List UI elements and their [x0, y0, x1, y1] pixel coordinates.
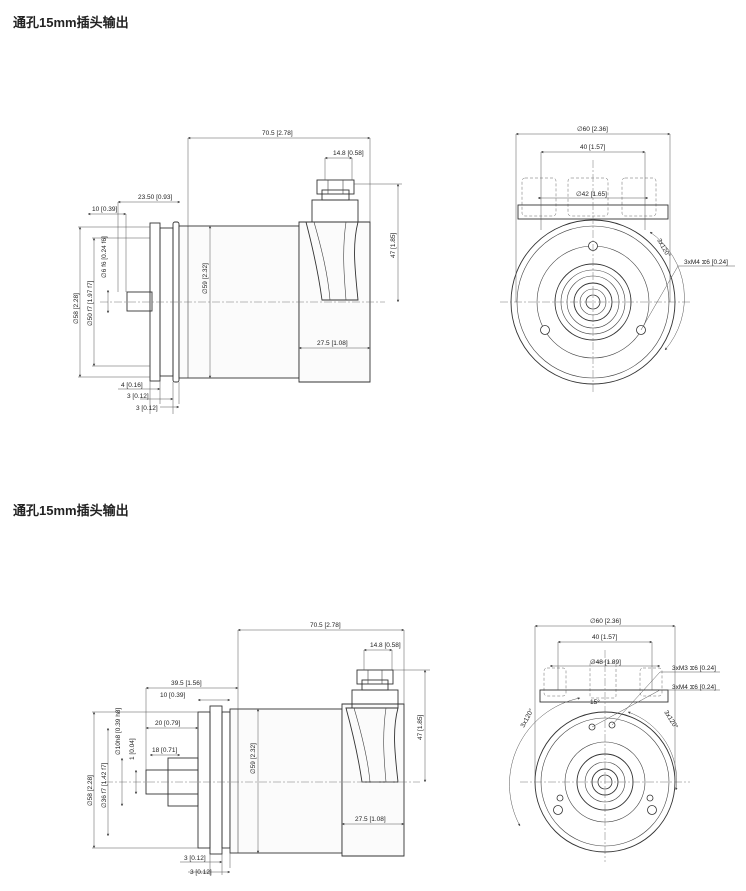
rear-cap — [341, 703, 405, 857]
front-view-2: ∅60 [2.36] 40 [1.57] ∅48 [1.89] 3xM3 ⧖6 … — [509, 618, 720, 862]
dim-dia-59: ∅59 [2.32] — [250, 743, 257, 774]
dim-10: 10 [0.39] — [92, 206, 117, 213]
mount-hole-m4 — [647, 805, 657, 815]
dim-dia-6: ∅6 f6 [0.24 f6] — [101, 236, 108, 278]
dim-10: 10 [0.39] — [160, 692, 185, 699]
front-view-1: ∅60 [2.36] 40 [1.57] ∅42 [1.65] 3x120° 3… — [500, 126, 735, 392]
dim-dia-48: ∅48 [1.89] — [590, 659, 621, 666]
dim-dia-60: ∅60 [2.36] — [577, 126, 608, 133]
connector — [356, 669, 394, 685]
dim-1: 1 [0.04] — [129, 738, 136, 760]
dim-40: 40 [1.57] — [592, 634, 617, 641]
dim-overall-length: 70.5 [2.78] — [262, 130, 293, 137]
dim-connector-width: 14.8 [0.58] — [333, 150, 364, 157]
dim-dia-58: ∅58 [2.28] — [87, 775, 94, 806]
dim-3b: 3 [0.12] — [190, 869, 212, 876]
dim-dia-59: ∅59 [2.32] — [202, 263, 209, 294]
encoder-body — [178, 225, 300, 379]
dim-dia-60: ∅60 [2.36] — [590, 618, 621, 625]
dim-23-50: 23.50 [0.93] — [138, 194, 173, 201]
dim-4: 4 [0.16] — [121, 382, 143, 389]
dim-height-47: 47 [1.85] — [390, 233, 397, 258]
dim-40: 40 [1.57] — [580, 144, 605, 151]
angle-15-label: 15° — [590, 698, 600, 706]
mount-hole — [540, 325, 550, 335]
dim-3a: 3 [0.12] — [127, 393, 149, 400]
side-view-1: 70.5 [2.78] 14.8 [0.58] 23.50 [0.93] 10 … — [73, 130, 402, 414]
dim-27-5: 27.5 [1.08] — [317, 340, 348, 347]
mount-hole-m4 — [553, 805, 563, 815]
encoder-body — [229, 708, 343, 854]
section-1-title: 通孔15mm插头输出 — [13, 15, 129, 30]
thread-m3-label: 3xM3 ⧖6 [0.24] — [672, 665, 716, 672]
thread-label: 3xM4 ⧖6 [0.24] — [684, 259, 728, 266]
dim-dia-36: ∅36 f7 [1.42 f7] — [101, 762, 108, 808]
flange — [197, 711, 211, 849]
section-2-title: 通孔15mm插头输出 — [13, 503, 129, 518]
dim-overall-length: 70.5 [2.78] — [310, 622, 341, 629]
dim-dia-58: ∅58 [2.28] — [73, 293, 80, 324]
side-view-2: 70.5 [2.78] 14.8 [0.58] 39.5 [1.56] 10 [… — [87, 622, 430, 876]
dim-39-5: 39.5 [1.56] — [171, 680, 202, 687]
thread-m4-label: 3xM4 ⧖6 [0.24] — [672, 684, 716, 691]
dim-27-5: 27.5 [1.08] — [355, 816, 386, 823]
shaft — [126, 291, 153, 312]
dim-18: 18 [0.71] — [152, 747, 177, 754]
dim-3a: 3 [0.12] — [184, 855, 206, 862]
connector — [316, 179, 355, 195]
dim-dia-10h8: ∅10h8 [0.39 h8] — [115, 708, 122, 755]
dim-dia-42: ∅42 [1.65] — [576, 191, 607, 198]
dim-height-47: 47 [1.85] — [417, 715, 424, 740]
dim-dia-50: ∅50 f7 [1.97 f7] — [87, 280, 94, 326]
dim-20: 20 [0.79] — [155, 720, 180, 727]
dim-3b: 3 [0.12] — [136, 405, 158, 412]
angle-left-label: 3x120° — [519, 707, 536, 729]
angle-right-label: 3x120° — [662, 709, 680, 731]
dim-connector-width: 14.8 [0.58] — [370, 642, 401, 649]
